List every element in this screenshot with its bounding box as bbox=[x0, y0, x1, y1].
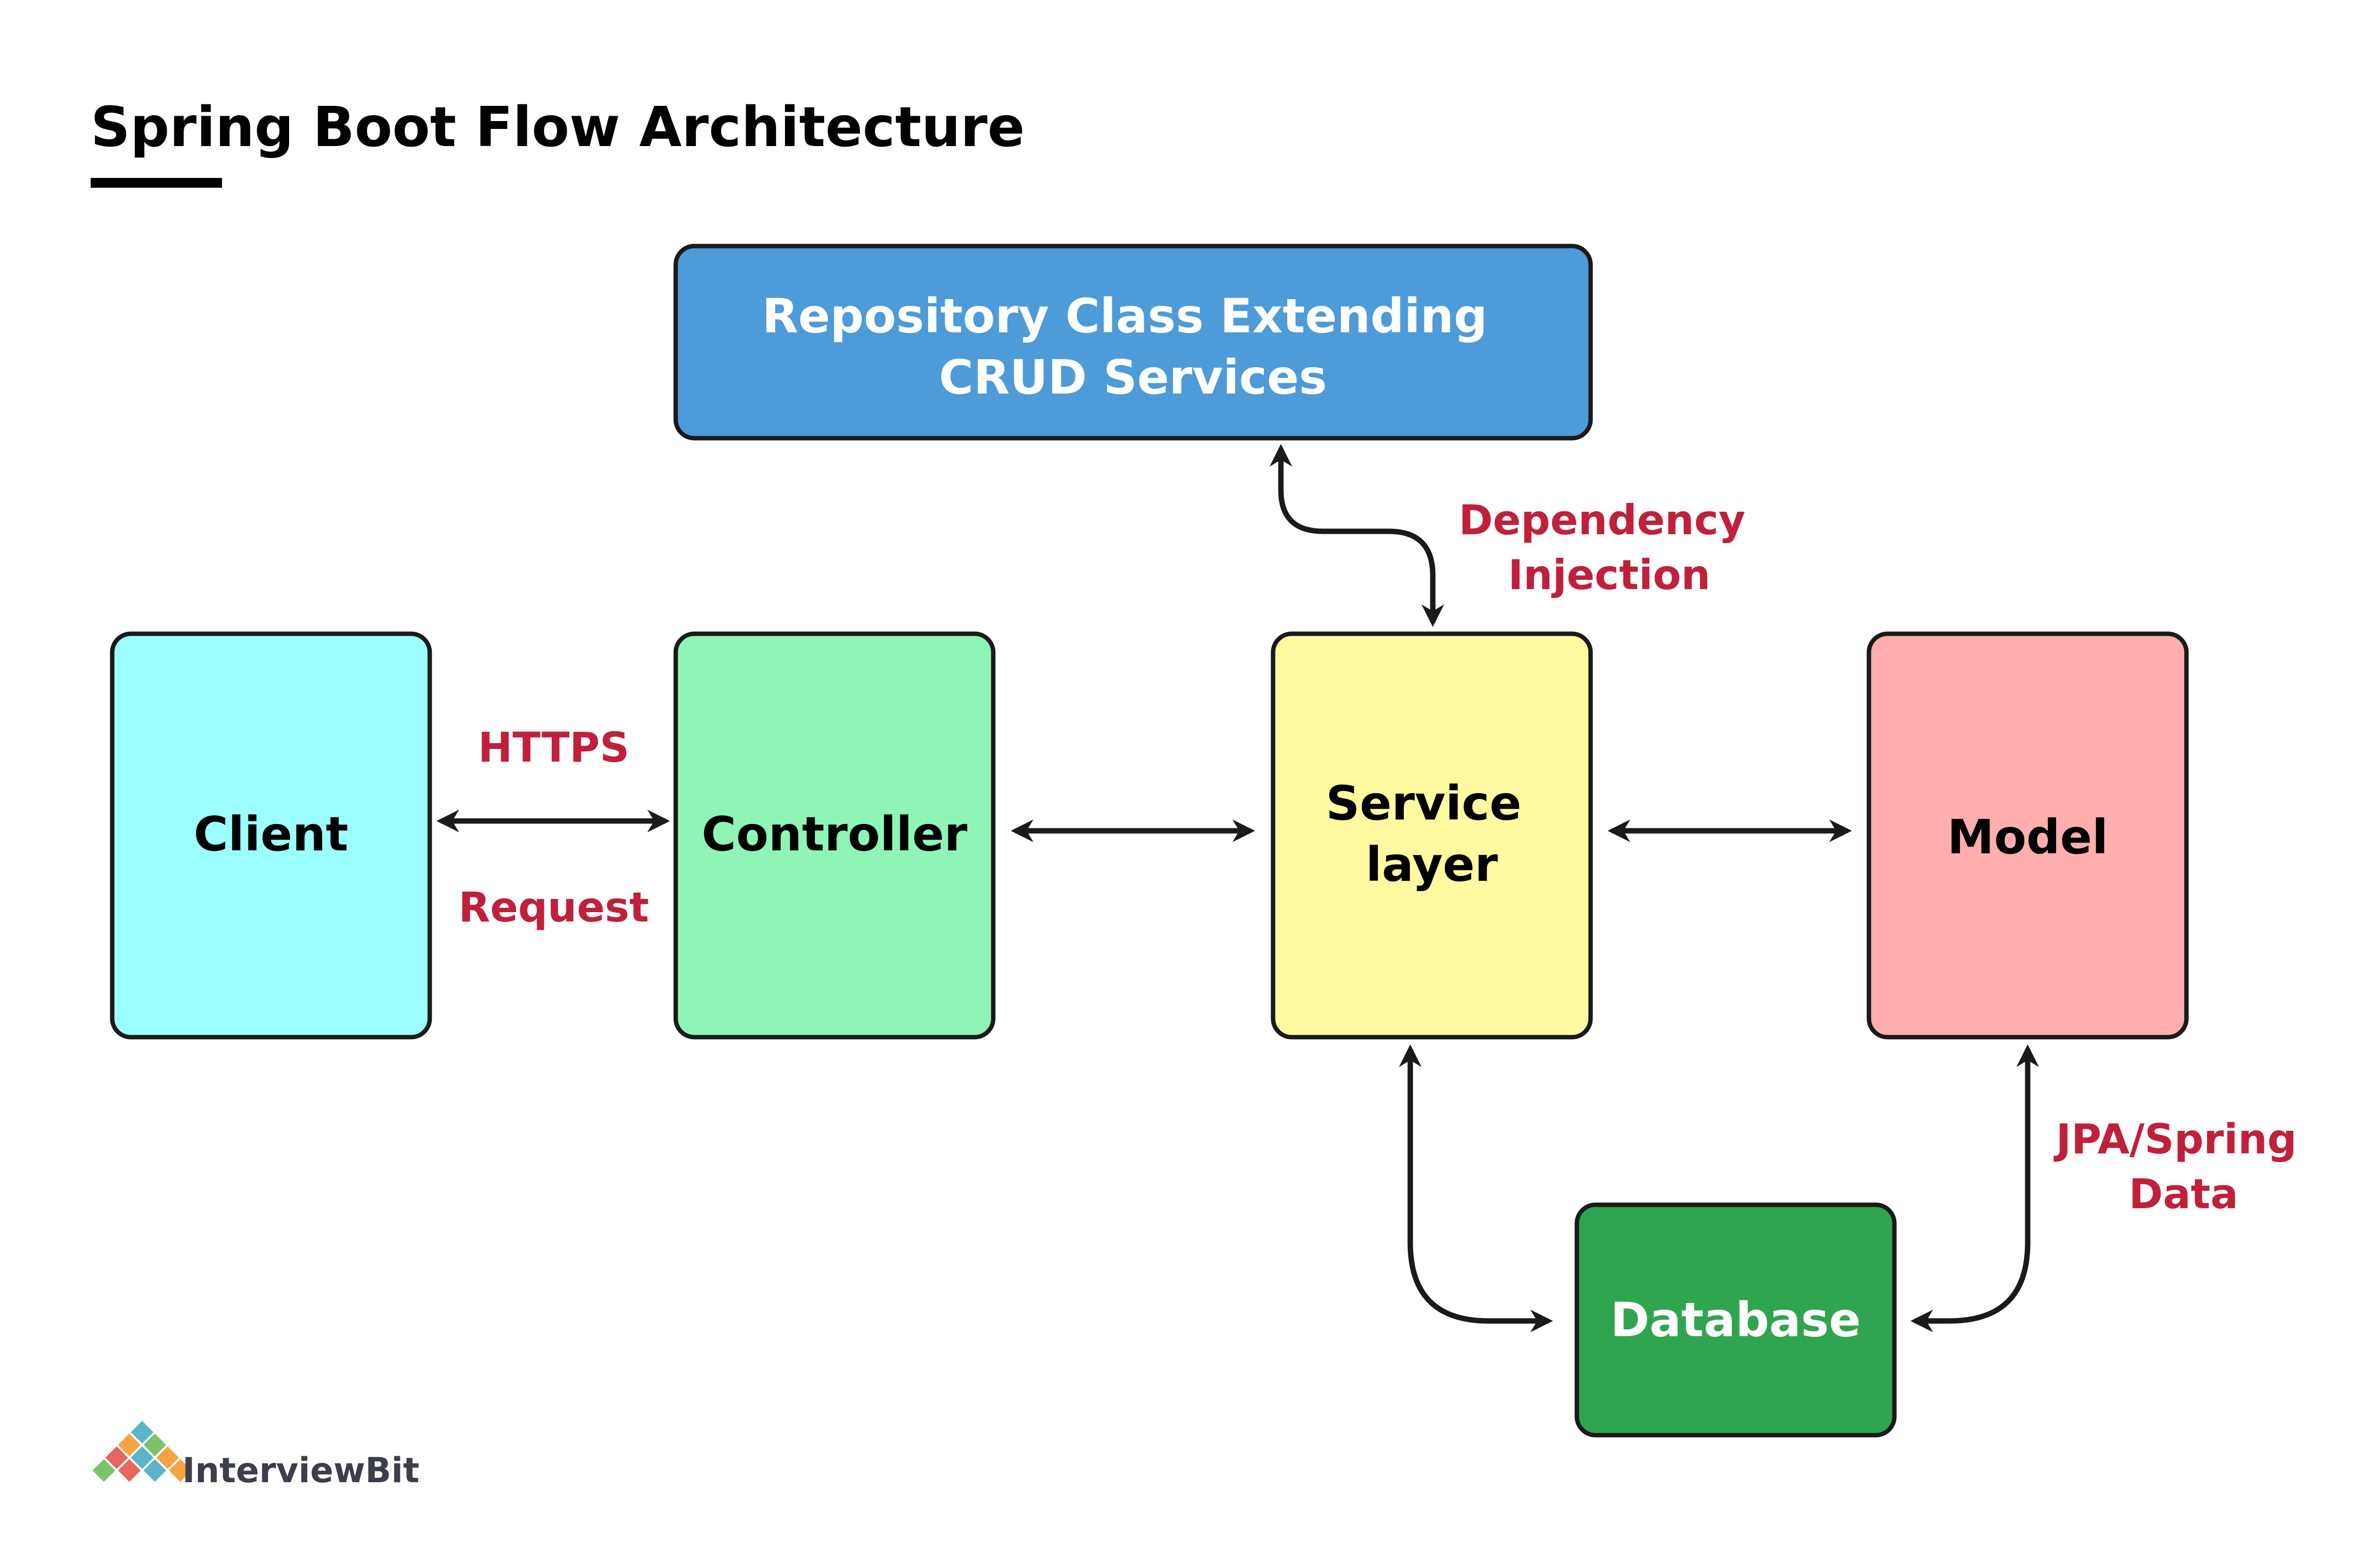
client-label: Client bbox=[194, 807, 348, 862]
controller-label: Controller bbox=[702, 807, 968, 862]
repository-box bbox=[673, 244, 1593, 441]
connectors bbox=[436, 444, 2039, 1333]
logo-diamond bbox=[115, 1456, 144, 1485]
dependency-injection-line-2: Injection bbox=[1508, 551, 1710, 599]
model-database-arrow bbox=[1910, 1044, 2039, 1333]
jpa-spring-data-line-1: JPA/Spring bbox=[2054, 1115, 2297, 1163]
controller-node: Controller bbox=[673, 631, 996, 1040]
logo-diamond bbox=[141, 1456, 169, 1485]
model-box bbox=[1866, 631, 2189, 1040]
page-title: Spring Boot Flow Architecture bbox=[91, 96, 1025, 159]
jpa-spring-data-label: JPA/Spring Data bbox=[2054, 1115, 2311, 1218]
repository-label: Repository Class Extending CRUD Services bbox=[762, 289, 1504, 405]
service-layer-node: Service layer bbox=[1271, 631, 1593, 1040]
controller-box bbox=[673, 631, 996, 1040]
database-box bbox=[1574, 1202, 1897, 1438]
interviewbit-logo-icon bbox=[90, 1418, 195, 1485]
service-layer-box bbox=[1271, 631, 1593, 1040]
logo-diamond bbox=[166, 1456, 195, 1485]
client-node: Client bbox=[110, 631, 432, 1040]
repository-label-line-2: CRUD Services bbox=[939, 350, 1327, 405]
repository-label-line-1: Repository Class Extending bbox=[762, 289, 1487, 344]
service-layer-label: Service layer bbox=[1326, 776, 1538, 892]
jpa-spring-data-line-2: Data bbox=[2129, 1170, 2238, 1218]
request-label: Request bbox=[459, 883, 649, 931]
database-node: Database bbox=[1574, 1202, 1897, 1438]
dependency-injection-line-1: Dependency bbox=[1459, 496, 1745, 544]
model-label: Model bbox=[1947, 810, 2108, 865]
dependency-injection-label: Dependency Injection bbox=[1459, 496, 1760, 599]
database-label: Database bbox=[1611, 1293, 1861, 1347]
service-layer-label-line-1: Service bbox=[1326, 776, 1521, 831]
service-database-arrow bbox=[1399, 1044, 1553, 1333]
repository-service-arrow bbox=[1269, 444, 1445, 627]
https-label: HTTPS bbox=[478, 723, 630, 771]
repository-node: Repository Class Extending CRUD Services bbox=[673, 244, 1593, 441]
service-layer-label-line-2: layer bbox=[1366, 837, 1498, 892]
title-underline bbox=[91, 178, 222, 188]
model-node: Model bbox=[1866, 631, 2189, 1040]
logo-diamond bbox=[90, 1456, 118, 1485]
brand-name: InterviewBit bbox=[182, 1450, 419, 1491]
client-box bbox=[110, 631, 432, 1040]
